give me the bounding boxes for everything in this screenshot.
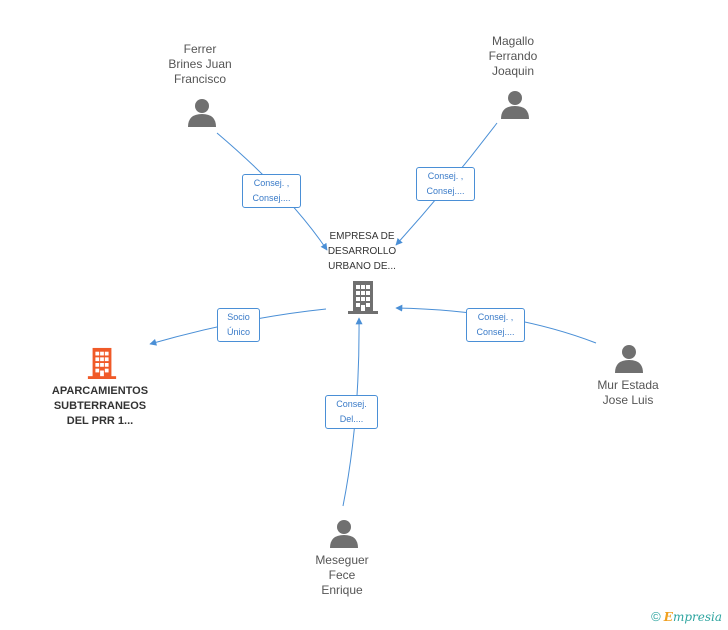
- edge-label-magallo[interactable]: Consej. , Consej....: [416, 167, 475, 201]
- edge-label-company[interactable]: Socio Único: [217, 308, 260, 342]
- edge-label-line: Del....: [339, 414, 364, 424]
- person-icon[interactable]: [329, 518, 359, 548]
- edge-label-line: Consej.: [336, 399, 367, 409]
- person-icon[interactable]: [187, 97, 217, 127]
- building-icon[interactable]: [346, 280, 380, 314]
- edge-label-line: Único: [226, 327, 250, 337]
- edge-label-mur[interactable]: Consej. , Consej....: [466, 308, 525, 342]
- footer-brand: © Empresia: [651, 609, 722, 624]
- edge-label-line: Socio: [227, 312, 250, 322]
- copyright-icon: ©: [651, 609, 661, 624]
- edge-label-line: Consej. ,: [427, 171, 464, 181]
- brand-logo[interactable]: Empresia: [663, 610, 722, 624]
- node-label-mur[interactable]: Mur Estada Jose Luis: [597, 378, 659, 407]
- node-label-meseguer[interactable]: Meseguer Fece Enrique: [315, 553, 369, 597]
- edge-label-line: Consej....: [426, 186, 465, 196]
- building-icon[interactable]: [86, 346, 118, 380]
- person-icon[interactable]: [614, 343, 644, 373]
- node-label-ferrer[interactable]: Ferrer Brines Juan Francisco: [168, 42, 232, 86]
- edge-label-line: Consej. ,: [253, 178, 290, 188]
- edge-label-line: Consej....: [476, 327, 515, 337]
- node-label-main-company[interactable]: EMPRESA DE DESARROLLO URBANO DE...: [327, 231, 397, 272]
- edge-label-line: Consej. ,: [477, 312, 514, 322]
- node-label-aparcamientos[interactable]: APARCAMIENTOS SUBTERRANEOS DEL PRR 1...: [51, 385, 149, 427]
- edge-label-line: Consej....: [252, 193, 291, 203]
- edge-label-ferrer[interactable]: Consej. , Consej....: [242, 174, 301, 208]
- edge-label-meseguer[interactable]: Consej. Del....: [325, 395, 378, 429]
- node-label-magallo[interactable]: Magallo Ferrando Joaquin: [488, 34, 538, 78]
- person-icon[interactable]: [500, 89, 530, 119]
